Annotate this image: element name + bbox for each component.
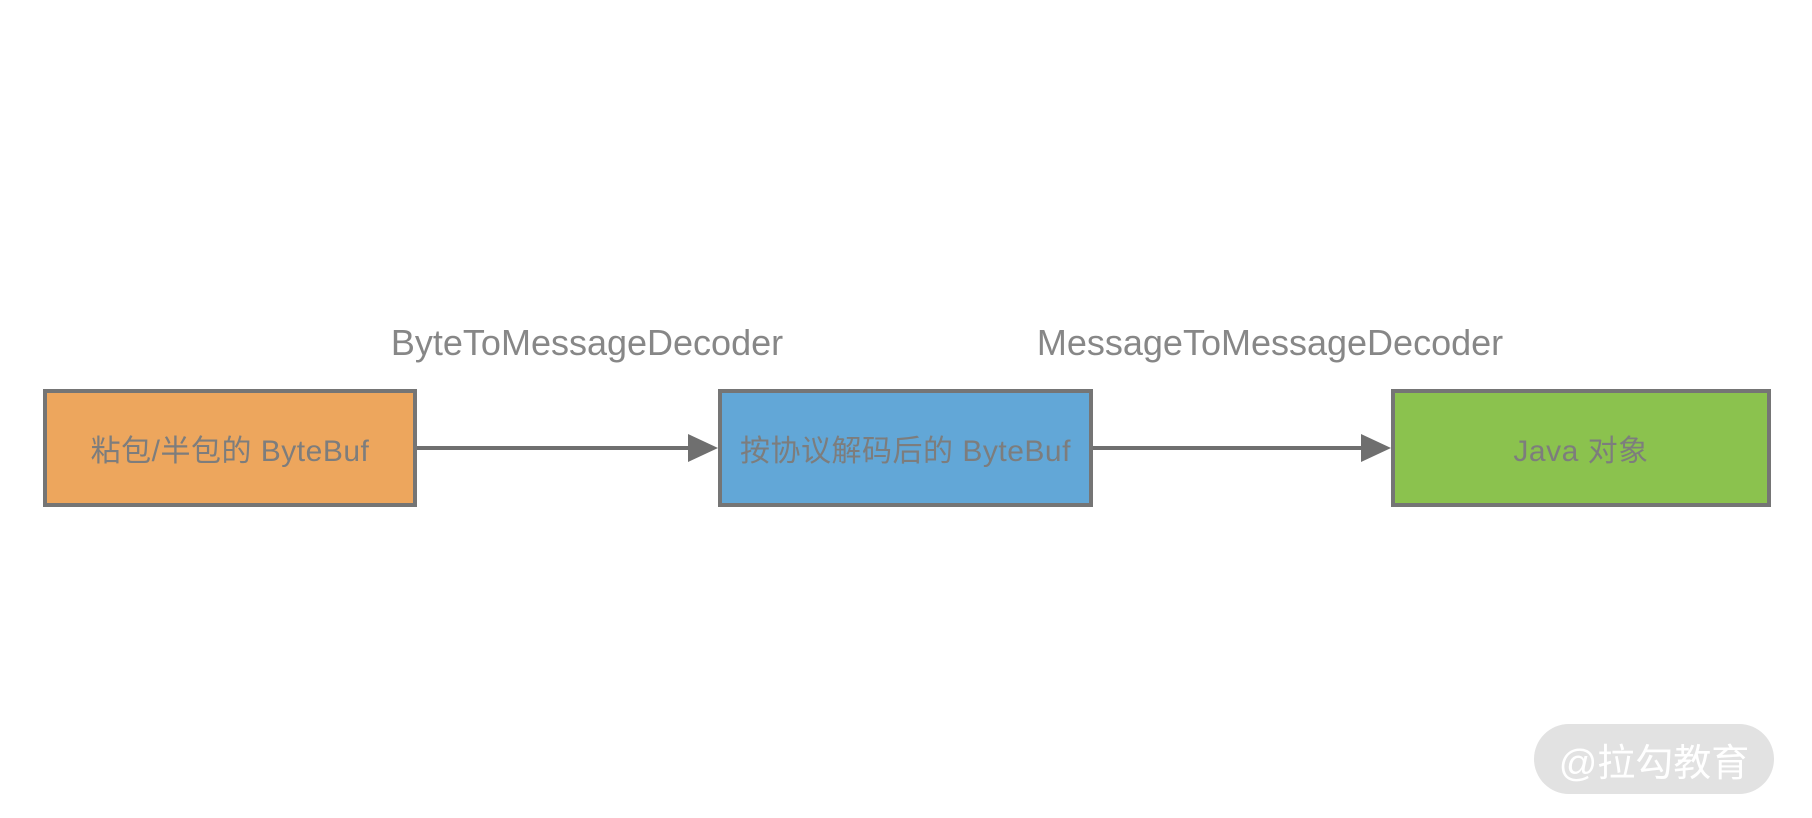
arrow-1-line xyxy=(417,446,688,450)
node-java-object: Java 对象 xyxy=(1391,389,1771,507)
node-java-object-label: Java 对象 xyxy=(1513,435,1649,468)
edge-label-byte-to-message-decoder: ByteToMessageDecoder xyxy=(390,322,784,363)
arrow-2-line xyxy=(1093,446,1361,450)
watermark-badge: @拉勾教育 xyxy=(1534,724,1774,794)
arrow-1-arrowhead-icon xyxy=(688,434,718,462)
node-decoded-bytebuf: 按协议解码后的 ByteBuf xyxy=(718,389,1093,507)
watermark-text: @拉勾教育 xyxy=(1558,742,1750,785)
node-decoded-bytebuf-label: 按协议解码后的 ByteBuf xyxy=(740,435,1071,468)
arrow-2-arrowhead-icon xyxy=(1361,434,1391,462)
node-sticky-half-packet-bytebuf: 粘包/半包的 ByteBuf xyxy=(43,389,417,507)
node-sticky-half-packet-bytebuf-label: 粘包/半包的 ByteBuf xyxy=(90,435,370,468)
edge-label-message-to-message-decoder: MessageToMessageDecoder xyxy=(1036,322,1504,363)
